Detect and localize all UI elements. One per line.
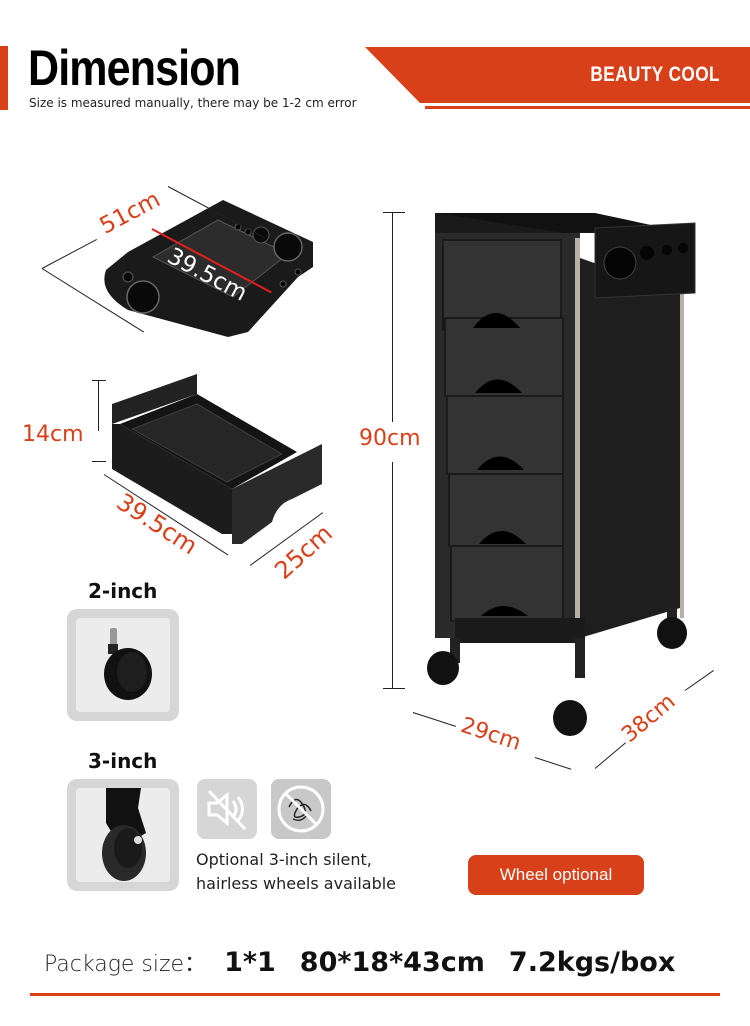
bottom-divider: [30, 993, 720, 996]
cart-height-line-bottom: [392, 462, 393, 688]
caster-wheel-icon: [104, 628, 152, 700]
tray-width-line-a: [41, 238, 97, 269]
wheel-3inch-label: 3-inch: [88, 749, 158, 773]
tray-image: [104, 200, 313, 337]
wheel-3inch-option[interactable]: [67, 779, 179, 891]
feature-line-1: Optional 3-inch silent,: [196, 850, 372, 869]
wheel-2inch-label: 2-inch: [88, 579, 158, 603]
cart-height-tick-bottom: [383, 688, 405, 689]
cart-height-line-top: [392, 212, 393, 422]
drawer-image: [112, 374, 322, 544]
package-info: Package size： 1*1 80*18*43cm 7.2kgs/box: [44, 946, 699, 978]
package-dimensions: 80*18*43cm: [299, 947, 485, 978]
cart-height-tick-top: [383, 212, 405, 213]
drawer-height-tick-bottom: [92, 461, 106, 462]
header-accent-bar: [0, 46, 8, 110]
drawer-height-line: [98, 380, 99, 431]
brand-banner: [365, 47, 750, 103]
wheel-optional-button[interactable]: Wheel optional: [468, 855, 644, 895]
page-subtitle: Size is measured manually, there may be …: [29, 96, 357, 110]
brand-name: BEAUTY COOL: [590, 63, 720, 86]
silent-wheel-icon: [102, 788, 146, 881]
package-quantity: 1*1: [224, 947, 276, 978]
cart-height-label: 90cm: [359, 426, 421, 451]
package-weight: 7.2kgs/box: [508, 947, 676, 978]
wheel-feature-description: Optional 3-inch silent, hairless wheels …: [196, 848, 396, 896]
cart-width-line-b: [534, 757, 572, 770]
wheel-2inch-option[interactable]: [67, 609, 179, 721]
drawer-height-label: 14cm: [22, 422, 84, 447]
drawer-height-tick-top: [92, 380, 106, 381]
page-title: Dimension: [28, 40, 241, 96]
package-label: Package size：: [44, 952, 207, 977]
cart-depth-line-a: [594, 742, 626, 769]
feature-line-2: hairless wheels available: [196, 874, 397, 893]
no-hair-icon: [271, 779, 331, 839]
brand-underline: [425, 106, 750, 109]
mute-icon: [197, 779, 257, 839]
cart-image: [427, 213, 696, 736]
